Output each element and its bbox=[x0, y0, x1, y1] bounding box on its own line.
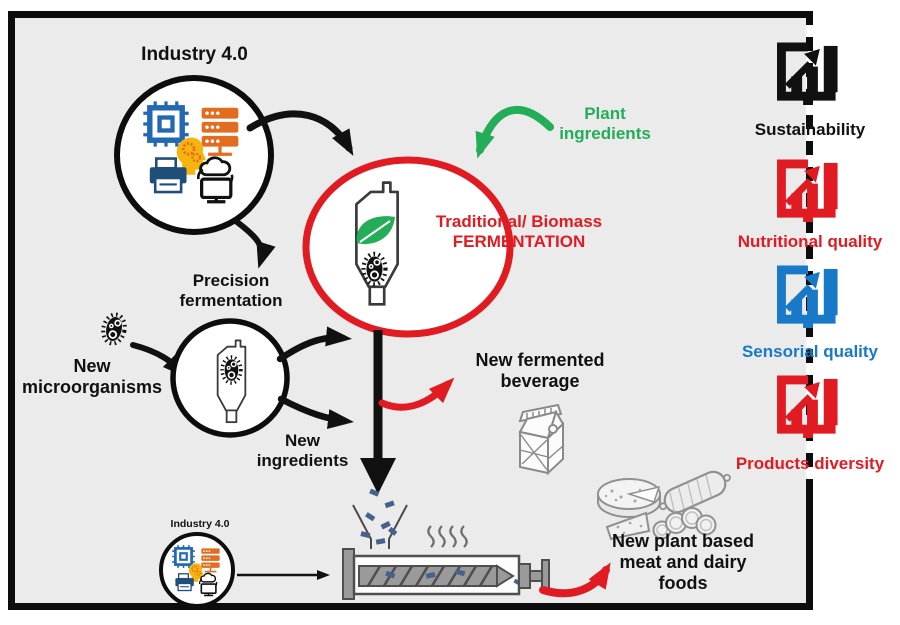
dashed-right-border bbox=[806, 11, 813, 480]
solid-right-border bbox=[806, 480, 813, 610]
outcome-nutritional-quality-label: Nutritional quality bbox=[737, 232, 883, 251]
outcome-products-diversity-label: Products diversity bbox=[735, 454, 885, 473]
fermentation-label: Traditional/ Biomass FERMENTATION bbox=[435, 212, 603, 252]
new-ingredients-label: New ingredients bbox=[256, 431, 349, 471]
outcome-sensorial-quality-label: Sensorial quality bbox=[741, 342, 879, 361]
new-fermented-beverage-label: New fermented beverage bbox=[475, 350, 605, 392]
new-microorganisms-label: New microorganisms bbox=[21, 356, 163, 398]
precision-fermentation-label: Precision fermentation bbox=[179, 271, 283, 311]
outcome-sustainability-label: Sustainability bbox=[754, 120, 866, 139]
main-border-box bbox=[8, 11, 806, 610]
industry40-title: Industry 4.0 bbox=[141, 44, 248, 65]
new-plant-based-foods-label: New plant based meat and dairy foods bbox=[611, 531, 755, 594]
industry40-small-title: Industry 4.0 bbox=[170, 518, 230, 530]
plant-ingredients-label: Plant ingredients bbox=[559, 104, 651, 144]
